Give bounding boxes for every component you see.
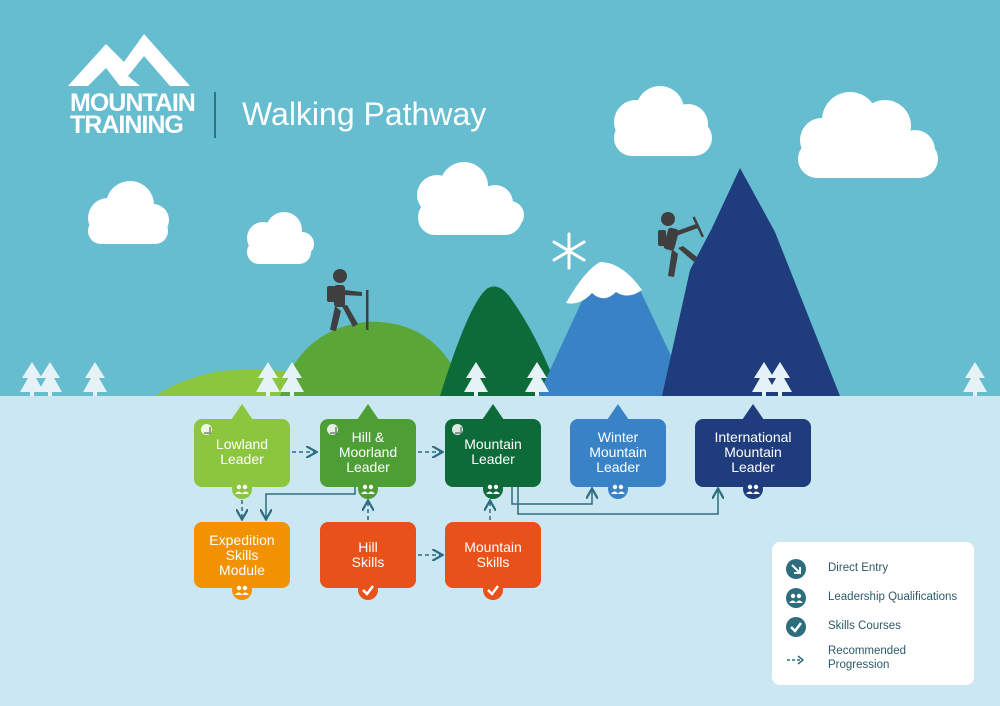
arrow-mountain-to-international bbox=[517, 487, 718, 515]
node-label-1: Expedition bbox=[209, 532, 275, 548]
snowflake-icon bbox=[552, 232, 586, 270]
node-label-2: Mountain bbox=[589, 444, 647, 460]
node-label-3: Leader bbox=[346, 459, 390, 475]
node-label-2: Leader bbox=[220, 451, 264, 467]
node-label-1: Lowland bbox=[215, 436, 269, 452]
legend-label-line2: Progression bbox=[828, 659, 890, 671]
node-hill-moorland-leader: Hill & Moorland Leader bbox=[320, 404, 416, 499]
node-label-2: Mountain bbox=[724, 444, 782, 460]
node-label-1: Winter bbox=[597, 429, 639, 445]
checkmark-icon bbox=[786, 617, 806, 637]
node-label-1: International bbox=[714, 429, 792, 445]
legend-row-direct-entry: Direct Entry bbox=[786, 558, 971, 580]
arrow-down-right-icon bbox=[786, 559, 806, 579]
cloud bbox=[88, 181, 169, 244]
group-people-icon bbox=[358, 479, 378, 499]
node-tab bbox=[607, 404, 629, 420]
legend-row-skills: Skills Courses bbox=[786, 616, 971, 638]
legend-label: Skills Courses bbox=[828, 620, 901, 632]
node-label-2: Leader bbox=[471, 451, 515, 467]
node-tab bbox=[742, 404, 764, 420]
page-title: Walking Pathway bbox=[242, 96, 487, 132]
group-people-icon bbox=[608, 479, 628, 499]
legend-row-leadership: Leadership Qualifications bbox=[786, 587, 971, 609]
node-tab bbox=[231, 404, 253, 420]
group-people-icon bbox=[483, 479, 503, 499]
group-people-icon bbox=[232, 479, 252, 499]
legend-label: Leadership Qualifications bbox=[828, 591, 958, 603]
cloud bbox=[417, 162, 524, 235]
navy-mountain bbox=[662, 168, 840, 396]
node-label-3: Module bbox=[219, 562, 265, 578]
node-label-2: Skills bbox=[225, 547, 259, 563]
climber-icon bbox=[658, 212, 705, 277]
hiker-icon bbox=[327, 269, 369, 331]
legend-label-line1: Recommended bbox=[828, 645, 906, 657]
node-label-2: Moorland bbox=[338, 444, 398, 460]
trees bbox=[20, 362, 987, 396]
node-tab bbox=[357, 404, 379, 420]
node-winter-mountain-leader: Winter Mountain Leader bbox=[570, 404, 666, 499]
direct-entry-icon bbox=[201, 424, 212, 435]
node-label-1: Hill & bbox=[351, 429, 385, 445]
blue-mountain bbox=[538, 262, 690, 396]
node-label-3: Leader bbox=[596, 459, 640, 475]
cloud bbox=[247, 212, 314, 264]
mountain-training-logo bbox=[68, 34, 190, 86]
node-lowland-leader: Lowland Leader bbox=[194, 404, 290, 499]
checkmark-icon bbox=[483, 580, 503, 600]
checkmark-icon bbox=[358, 580, 378, 600]
direct-entry-icon bbox=[452, 424, 463, 435]
logo-line-1: MOUNTAIN bbox=[70, 89, 196, 117]
node-expedition-skills-module: Expedition Skills Module bbox=[194, 522, 290, 600]
node-label-3: Leader bbox=[731, 459, 775, 475]
landscape-illustration bbox=[20, 86, 987, 396]
node-label-1: Mountain bbox=[464, 539, 522, 555]
snow-cap bbox=[566, 262, 642, 304]
node-label-2: Skills bbox=[351, 554, 385, 570]
legend-row-progression: Recommended Progression bbox=[786, 644, 971, 674]
node-label-2: Skills bbox=[476, 554, 510, 570]
node-label-1: Hill bbox=[358, 539, 378, 555]
arrow-hill-to-expedition bbox=[266, 487, 356, 518]
node-international-mountain-leader: International Mountain Leader bbox=[695, 404, 811, 499]
logo-line-2: TRAINING bbox=[70, 111, 184, 139]
green-hill bbox=[280, 321, 466, 396]
group-people-icon bbox=[786, 588, 806, 608]
direct-entry-icon bbox=[327, 424, 338, 435]
node-tab bbox=[482, 404, 504, 420]
cloud bbox=[614, 86, 712, 156]
header-divider bbox=[214, 92, 216, 138]
dashed-arrow-icon bbox=[787, 655, 805, 665]
node-mountain-leader: Mountain Leader bbox=[445, 404, 541, 499]
cloud bbox=[798, 92, 938, 178]
dark-green-mountain bbox=[440, 286, 560, 396]
group-people-icon bbox=[743, 479, 763, 499]
legend: Direct Entry Leadership Qualifications S… bbox=[772, 542, 974, 685]
arrow-mountain-to-winter bbox=[511, 487, 592, 505]
node-mountain-skills: Mountain Skills bbox=[445, 522, 541, 600]
group-people-icon bbox=[232, 580, 252, 600]
node-hill-skills: Hill Skills bbox=[320, 522, 416, 600]
legend-label: Direct Entry bbox=[828, 562, 889, 574]
logo-wordmark: MOUNTAIN TRAINING bbox=[70, 89, 200, 139]
node-label-1: Mountain bbox=[464, 436, 522, 452]
